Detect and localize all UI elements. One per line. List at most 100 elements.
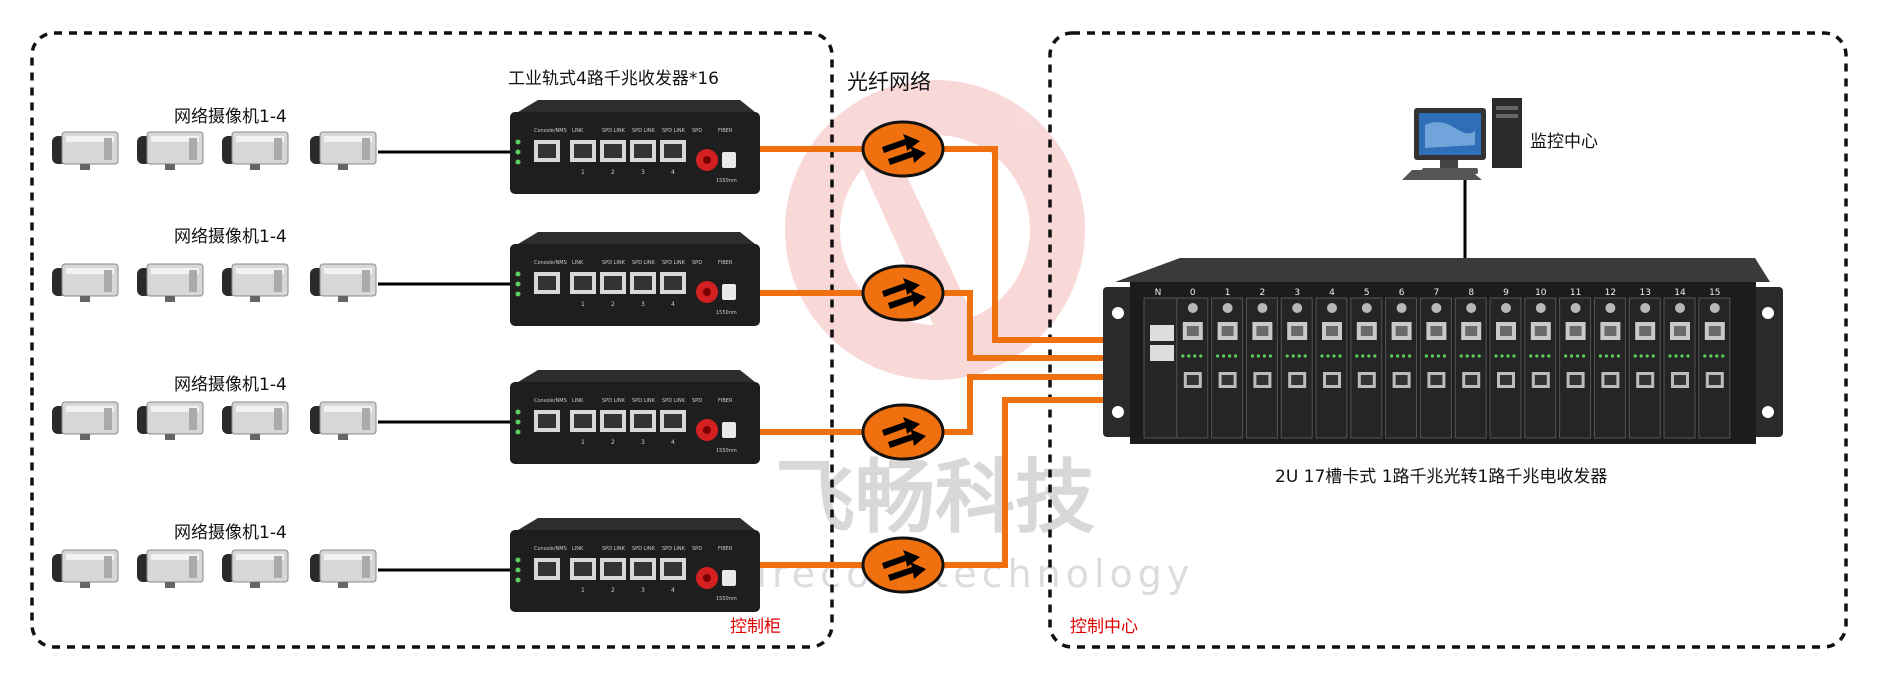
port-number: 4 [671,439,675,446]
monitor-computer-icon [1402,98,1522,180]
fiber-label: FIBER [718,260,733,266]
slot-label: 3 [1294,288,1300,298]
port-header: SPD LINK [602,128,626,134]
chassis-card [1350,297,1383,439]
port-header: LINK [572,260,584,266]
port-header: SPD [692,260,702,266]
slot-label: N [1155,288,1162,298]
ethernet-cables [378,150,1467,572]
fiber-network-node-icon [861,120,945,178]
chassis-card [1559,297,1592,439]
port-header: SPD LINK [632,260,656,266]
chassis-card [1385,297,1418,439]
fiber-label: FIBER [718,398,733,404]
chassis-card [1489,297,1522,439]
slot-label: 2 [1260,288,1266,298]
port-header: SPD LINK [662,398,686,404]
camera-icon [222,549,289,588]
camera-icon [222,401,289,440]
chassis-card [1628,297,1661,439]
camera-icon [137,263,204,302]
camera-icon [310,549,377,588]
port-number: 2 [611,169,615,176]
port-number: 3 [641,301,645,308]
rail-transceiver-label: 工业轨式4路千兆收发器*16 [508,69,719,89]
chassis-card [1245,297,1278,439]
slot-label: 7 [1434,288,1440,298]
port-header: LINK [572,398,584,404]
chassis-slots [1176,297,1731,439]
chassis-card [1524,297,1557,439]
port-header: SPD [692,398,702,404]
port-number: 2 [611,439,615,446]
fiber-network-label: 光纤网络 [847,70,931,94]
camera-icon [137,401,204,440]
fiber-label: FIBER [718,128,733,134]
chassis-card [1593,297,1626,439]
port-number: 4 [671,301,675,308]
port-header: LINK [572,128,584,134]
control-cabinet-boundary [30,31,834,649]
monitor-center-label: 监控中心 [1530,132,1598,152]
port-number: 4 [671,169,675,176]
slot-label: 10 [1535,288,1547,298]
camera-rows [52,131,377,588]
watermark-cn: 飞畅科技 [775,451,1095,544]
fiber-network-node-icon [861,536,945,594]
port-header: SPD LINK [602,260,626,266]
console-label: Console/NMS [534,546,567,552]
camera-icon [137,549,204,588]
rail-transceiver: Console/NMS LINK SPD LINK SPD LINK SPD LINK S… [510,232,760,326]
control-center-label: 控制中心 [1070,617,1138,637]
port-number: 1 [581,301,585,308]
slot-label: 4 [1329,288,1335,298]
slot-label: 15 [1709,288,1720,298]
port-number: 2 [611,587,615,594]
chassis-card [1419,297,1452,439]
wavelength-label: 1550nm [716,448,737,454]
chassis-label: 2U 17槽卡式 1路千兆光转1路千兆电收发器 [1275,467,1608,487]
chassis-card [1280,297,1313,439]
port-header: SPD LINK [632,546,656,552]
rail-transceivers: Console/NMS LINK SPD LINK SPD LINK SPD LINK S… [510,100,760,612]
port-header: SPD LINK [602,398,626,404]
chassis-card [1211,297,1244,439]
camera-group-label-2: 网络摄像机1-4 [174,227,287,247]
port-header: SPD LINK [602,546,626,552]
fiber-nodes [861,120,945,594]
wavelength-label: 1550nm [716,310,737,316]
camera-icon [310,263,377,302]
slot-label: 12 [1605,288,1616,298]
camera-group-label-1: 网络摄像机1-4 [174,107,287,127]
slot-label: 11 [1570,288,1581,298]
port-header: SPD LINK [632,128,656,134]
camera-icon [310,401,377,440]
chassis-card [1698,297,1731,439]
fiber-network-node-icon [861,403,945,461]
console-label: Console/NMS [534,260,567,266]
watermark [785,80,1085,380]
port-number: 1 [581,439,585,446]
camera-icon [52,549,119,588]
chassis-card [1663,297,1696,439]
port-header: SPD LINK [662,260,686,266]
camera-group-label-4: 网络摄像机1-4 [174,523,287,543]
slot-label: 5 [1364,288,1370,298]
slot-label: 8 [1468,288,1474,298]
fiber-label: FIBER [718,546,733,552]
camera-icon [222,263,289,302]
control-cabinet-label: 控制柜 [730,617,781,637]
console-label: Console/NMS [534,398,567,404]
chassis-card [1454,297,1487,439]
port-number: 3 [641,439,645,446]
port-number: 4 [671,587,675,594]
port-header: SPD LINK [662,546,686,552]
camera-icon [222,131,289,170]
port-number: 1 [581,587,585,594]
port-number: 3 [641,587,645,594]
camera-icon [52,263,119,302]
